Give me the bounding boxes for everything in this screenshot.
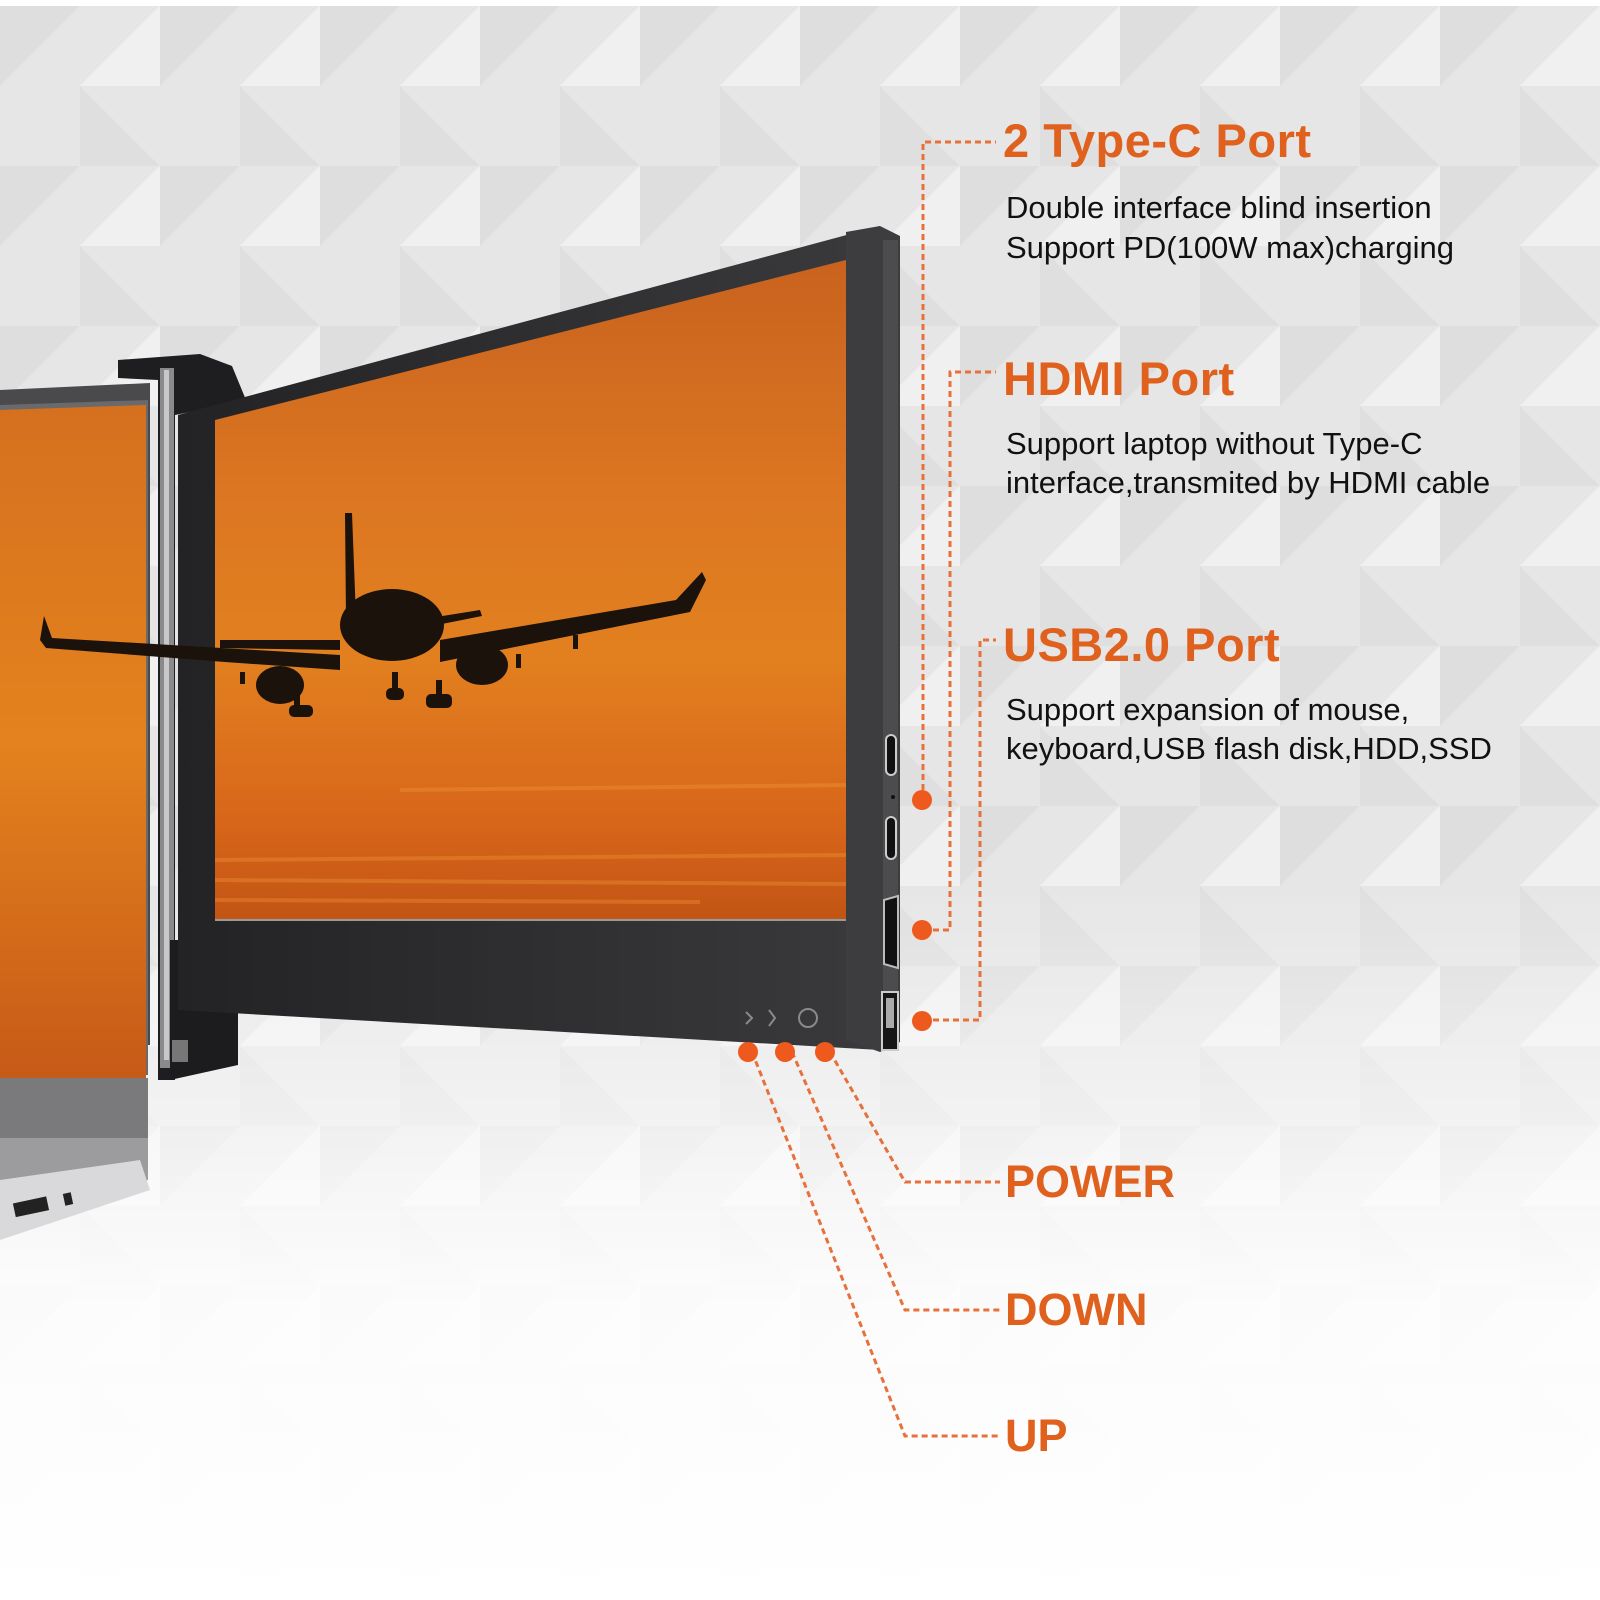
hdmi-port-desc-line2: interface,transmited by HDMI cable [1006, 465, 1491, 500]
usb-port-desc-line1: Support expansion of mouse, [1006, 692, 1410, 727]
button-icons [745, 1008, 818, 1028]
hdmi-port [883, 894, 899, 970]
usb-port [881, 991, 899, 1051]
down-button-label: DOWN [1005, 1284, 1148, 1335]
up-button-label: UP [1005, 1410, 1068, 1461]
type-c-port-title: 2 Type-C Port [1003, 114, 1312, 167]
laptop [0, 383, 150, 1240]
callout-lines [750, 140, 1000, 1438]
usb-port-desc-line2: keyboard,USB flash disk,HDD,SSD [1006, 731, 1492, 766]
power-button-label: POWER [1005, 1156, 1176, 1207]
type-c-port-desc-line1: Double interface blind insertion [1006, 190, 1432, 225]
hdmi-port-title: HDMI Port [1003, 352, 1235, 405]
type-c-port-1 [885, 734, 897, 776]
usb-port-title: USB2.0 Port [1003, 618, 1281, 671]
callout-dots [738, 790, 932, 1062]
hdmi-port-desc-line1: Support laptop without Type-C [1006, 426, 1423, 461]
type-c-port-2 [885, 816, 897, 860]
type-c-port-desc-line2: Support PD(100W max)charging [1006, 230, 1454, 265]
airplane-silhouette [40, 513, 706, 717]
